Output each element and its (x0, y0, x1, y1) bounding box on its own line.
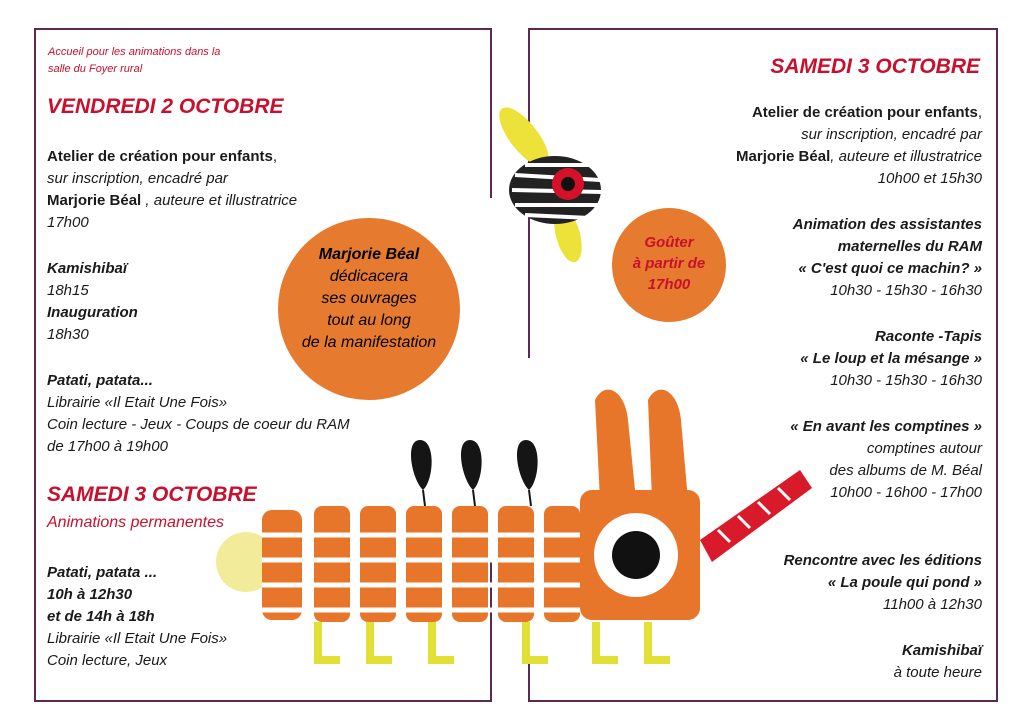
right-kamishibai-title: Kamishibaï (901, 642, 982, 659)
left-atelier-line2: sur inscription, encadré par (47, 170, 228, 187)
left-atelier-author-rest: , auteure et illustratrice (141, 192, 298, 209)
left-patati2-title: Patati, patata ... (47, 564, 158, 581)
day2-subheading: Animations permanentes (47, 514, 224, 531)
right-frame-right (996, 28, 998, 702)
left-frame-top (34, 28, 492, 30)
left-atelier-author-line: Marjorie Béal , auteure et illustratrice (47, 190, 297, 211)
right-atelier-title: Atelier de création pour enfants (751, 104, 978, 121)
right-frame-top (528, 28, 998, 30)
gouter-text: Goûter à partir de 17h00 (612, 232, 726, 295)
right-rencontre-time: 11h00 à 12h30 (883, 596, 982, 613)
dedicace-text: Marjorie Béal dédicacera ses ouvrages to… (278, 244, 460, 354)
right-ram-title3: « C'est quoi ce machin? » (798, 260, 982, 277)
left-kamishibai-title: Kamishibaï (47, 260, 128, 277)
left-frame-right-lower (490, 560, 492, 702)
left-frame-right-upper (490, 28, 492, 198)
animal-eye-icon (594, 513, 678, 597)
dedicace-line5: de la manifestation (301, 334, 437, 351)
dedicace-line4: tout au long (327, 312, 411, 329)
left-atelier-author: Marjorie Béal (47, 192, 142, 209)
left-inauguration-time: 18h30 (47, 326, 89, 343)
yellow-sun-icon (216, 532, 276, 592)
left-atelier-time: 17h00 (47, 214, 89, 231)
right-rencontre-title: Rencontre avec les éditions (783, 552, 982, 569)
animal-body-icon (262, 506, 580, 622)
left-frame-left (34, 28, 36, 702)
right-atelier-time: 10h00 et 15h30 (877, 170, 982, 187)
right-comptines-line2: comptines autour (866, 440, 982, 457)
left-patati2-line5: Coin lecture, Jeux (47, 652, 168, 669)
left-patati2-time2: et de 14h à 18h (47, 608, 155, 625)
red-tongue-icon (700, 470, 812, 562)
left-inauguration-title: Inauguration (47, 304, 138, 321)
gouter-line3: 17h00 (647, 276, 691, 293)
right-atelier-author-rest: , auteure et illustratrice (830, 148, 982, 165)
left-patati2-line4: Librairie «Il Etait Une Fois» (47, 630, 228, 647)
animal-stripes (262, 532, 580, 613)
right-comptines-time: 10h00 - 16h00 - 17h00 (830, 484, 982, 501)
left-patati-line2: Librairie «Il Etait Une Fois» (47, 394, 228, 411)
left-frame-bottom (34, 700, 492, 702)
right-tapis-time: 10h30 - 15h30 - 16h30 (830, 372, 982, 389)
right-tapis-title2: « Le loup et la mésange » (800, 350, 982, 367)
right-kamishibai-time: à toute heure (893, 664, 982, 681)
animal-legs-icon (314, 622, 670, 664)
left-patati-line4: de 17h00 à 19h00 (47, 438, 168, 455)
dedicace-circle (278, 218, 460, 400)
right-atelier-comma: , (977, 104, 982, 121)
right-comptines-line3: des albums de M. Béal (829, 462, 982, 479)
right-tapis-title: Raconte -Tapis (875, 328, 982, 345)
left-patati-line3: Coin lecture - Jeux - Coups de coeur du … (47, 416, 350, 433)
right-heading: SAMEDI 3 OCTOBRE (770, 55, 980, 78)
dedicace-line1: Marjorie Béal (318, 246, 420, 263)
antennae-icon (410, 440, 538, 507)
right-atelier-author-line: Marjorie Béal, auteure et illustratrice (736, 146, 982, 167)
right-ram-title1: Animation des assistantes (792, 216, 982, 233)
right-ram-title2: maternelles du RAM (837, 238, 982, 255)
left-kamishibai-time: 18h15 (47, 282, 89, 299)
right-atelier-line2: sur inscription, encadré par (801, 126, 982, 143)
gouter-line2: à partir de (632, 255, 706, 272)
right-comptines-title: « En avant les comptines » (790, 418, 982, 435)
intro-line-2: salle du Foyer rural (48, 63, 143, 75)
dedicace-line3: ses ouvrages (321, 290, 417, 307)
gouter-circle (612, 208, 726, 322)
right-frame-left-lower (528, 650, 530, 702)
left-patati2-time1: 10h à 12h30 (47, 586, 133, 603)
day2-heading: SAMEDI 3 OCTOBRE (47, 483, 257, 506)
right-ram-time: 10h30 - 15h30 - 16h30 (830, 282, 982, 299)
left-patati-title: Patati, patata... (47, 372, 153, 389)
right-atelier-title-line: Atelier de création pour enfants, (752, 102, 982, 123)
right-frame-bottom (528, 700, 998, 702)
left-atelier-comma: , (272, 148, 278, 165)
left-atelier-title-line: Atelier de création pour enfants, (47, 146, 277, 167)
right-rencontre-title2: « La poule qui pond » (827, 574, 982, 591)
dedicace-line2: dédicacera (329, 268, 409, 285)
left-atelier-title: Atelier de création pour enfants (47, 148, 273, 165)
gouter-line1: Goûter (644, 234, 694, 251)
propeller-bug-icon (499, 107, 603, 263)
right-atelier-author: Marjorie Béal (736, 148, 831, 165)
day1-heading: VENDREDI 2 OCTOBRE (47, 95, 284, 118)
intro-line-1: Accueil pour les animations dans la (48, 46, 221, 58)
